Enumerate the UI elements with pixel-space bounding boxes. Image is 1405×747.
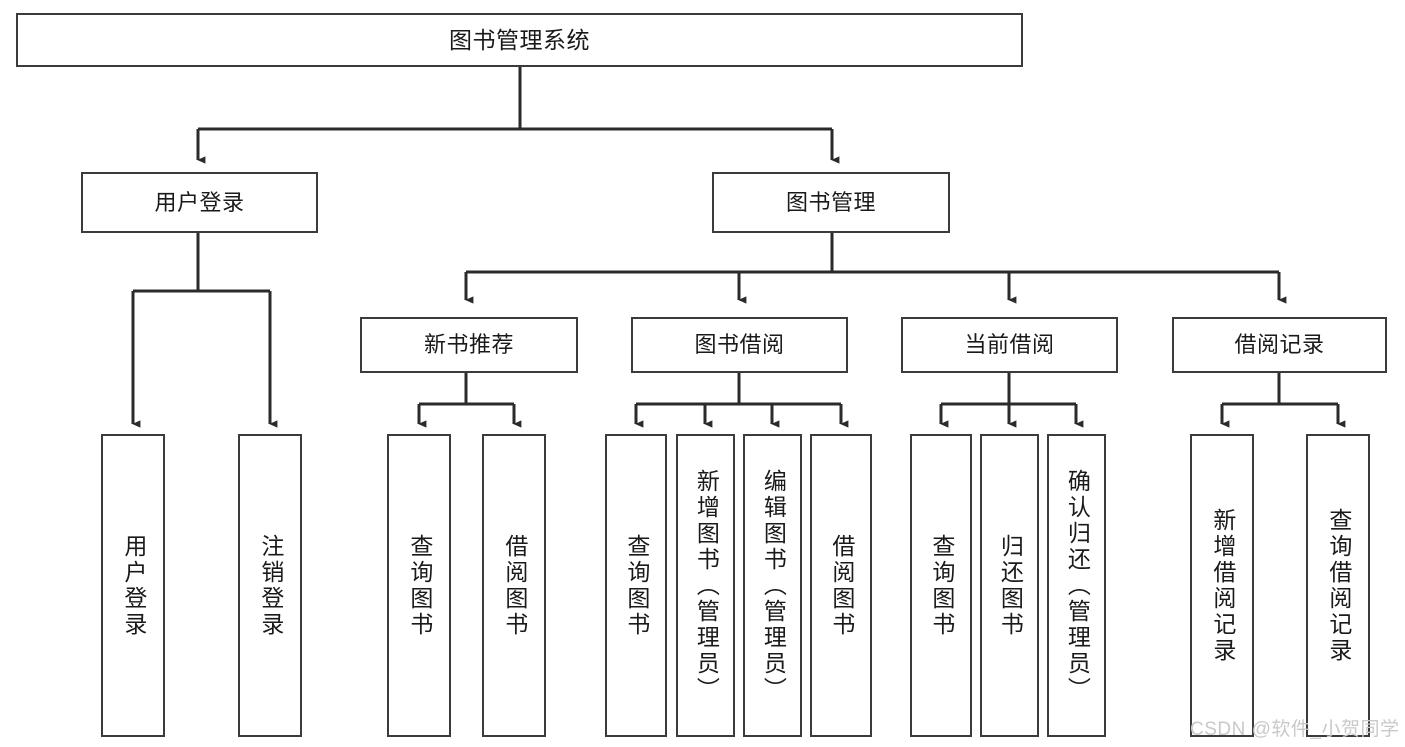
node-label: 新增图书（管理员）	[693, 468, 720, 703]
node-label: 新增借阅记录	[1209, 507, 1236, 664]
node-leaf-return-book[interactable]: 归还图书	[980, 434, 1039, 737]
node-label: 图书管理	[785, 189, 876, 215]
node-label: 查询借阅记录	[1325, 507, 1352, 664]
node-label: 用户登录	[120, 533, 147, 638]
node-label: 当前借阅	[964, 332, 1055, 358]
node-borrow-record[interactable]: 借阅记录	[1172, 317, 1387, 373]
node-current-borrow[interactable]: 当前借阅	[901, 317, 1118, 373]
node-leaf-add-borrow-record[interactable]: 新增借阅记录	[1190, 434, 1254, 737]
node-label: 查询图书	[623, 533, 650, 638]
node-leaf-query-book-current[interactable]: 查询图书	[910, 434, 972, 737]
node-label: 借阅图书	[828, 533, 855, 638]
node-leaf-query-book-borrow[interactable]: 查询图书	[605, 434, 667, 737]
node-label: 确认归还（管理员）	[1064, 468, 1091, 703]
node-label: 图书管理系统	[449, 26, 590, 53]
node-label: 归还图书	[997, 533, 1024, 638]
node-leaf-borrow-book-borrow[interactable]: 借阅图书	[810, 434, 872, 737]
node-label: 图书借阅	[694, 332, 785, 358]
csdn-watermark: CSDN @软件_小贺同学	[1190, 719, 1400, 740]
node-leaf-confirm-return-admin[interactable]: 确认归还（管理员）	[1047, 434, 1106, 737]
node-label: 注销登录	[257, 533, 284, 638]
node-leaf-logout-login[interactable]: 注销登录	[238, 434, 302, 737]
node-leaf-query-book-recommend[interactable]: 查询图书	[387, 434, 451, 737]
node-label: 查询图书	[928, 533, 955, 638]
node-leaf-add-book-admin[interactable]: 新增图书（管理员）	[676, 434, 735, 737]
node-label: 新书推荐	[423, 332, 514, 358]
node-leaf-user-login[interactable]: 用户登录	[101, 434, 165, 737]
node-new-book-recommend[interactable]: 新书推荐	[360, 317, 578, 373]
node-label: 用户登录	[154, 189, 245, 215]
node-user-login[interactable]: 用户登录	[81, 172, 318, 233]
node-root-book-management-system[interactable]: 图书管理系统	[16, 13, 1023, 67]
node-label: 借阅记录	[1234, 332, 1325, 358]
node-label: 编辑图书（管理员）	[760, 468, 787, 703]
node-leaf-edit-book-admin[interactable]: 编辑图书（管理员）	[743, 434, 802, 737]
node-leaf-borrow-book-recommend[interactable]: 借阅图书	[482, 434, 546, 737]
node-book-management[interactable]: 图书管理	[712, 172, 950, 233]
node-label: 查询图书	[406, 533, 433, 638]
node-book-borrow[interactable]: 图书借阅	[631, 317, 848, 373]
node-label: 借阅图书	[501, 533, 528, 638]
node-leaf-query-borrow-record[interactable]: 查询借阅记录	[1306, 434, 1370, 737]
